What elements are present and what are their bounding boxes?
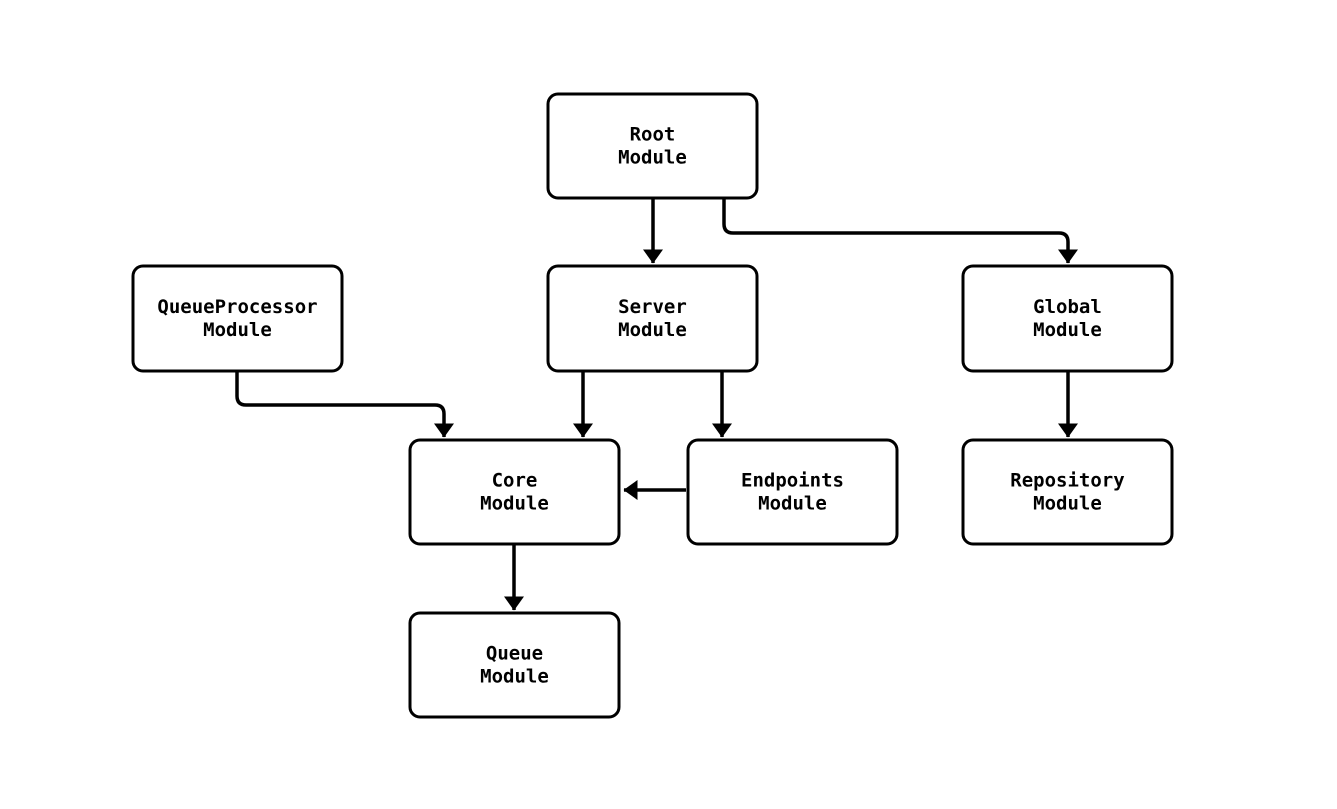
node-box-repository — [961, 438, 1174, 546]
node-box-endpoints — [686, 438, 899, 546]
node-box-root — [546, 92, 759, 200]
edges-layer — [235, 199, 1078, 611]
node-box-core — [408, 438, 621, 546]
node-box-queueprocessor — [131, 264, 344, 373]
edge-root-to-global — [722, 199, 1078, 264]
node-box-server — [546, 264, 759, 373]
edge-queueprocessor-to-core — [235, 372, 454, 438]
node-box-queue — [408, 611, 621, 719]
node-box-global — [961, 264, 1174, 373]
